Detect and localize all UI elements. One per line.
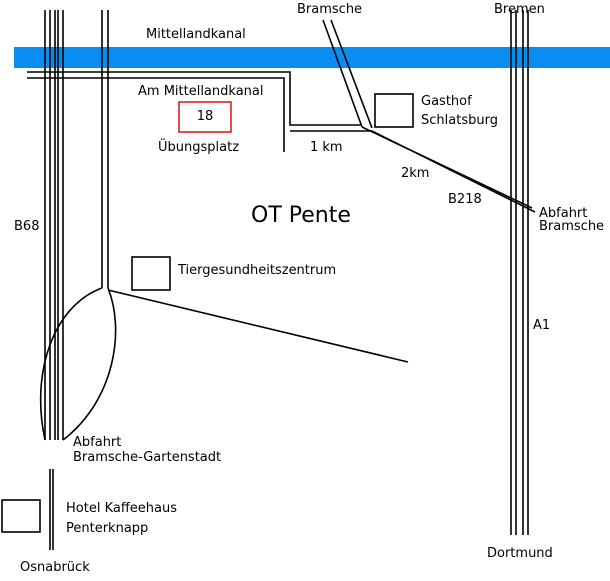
- label-inn-2: Schlatsburg: [421, 113, 498, 128]
- label-exit-garten-1: Abfahrt: [73, 435, 122, 450]
- label-district: OT Pente: [251, 203, 351, 228]
- tiergesundheitszentrum-building-icon: [131, 256, 171, 291]
- exit-gartenstadt-loop-left: [39, 287, 103, 441]
- label-exit-garten-2: Bramsche-Gartenstadt: [73, 450, 222, 465]
- b218-road: [361, 126, 536, 213]
- road-to-pente: [107, 289, 409, 363]
- label-inn-1: Gasthof: [421, 94, 472, 109]
- a1-road: [510, 10, 529, 535]
- label-hotel-2: Penterknapp: [66, 521, 149, 536]
- uebungsplatz-field-box: [178, 101, 232, 133]
- label-street-canal: Am Mittellandkanal: [138, 84, 264, 99]
- label-north-left: Bramsche: [297, 2, 363, 17]
- label-dist-2km: 2km: [401, 166, 430, 181]
- label-a1: A1: [533, 318, 551, 333]
- label-south-left: Osnabrück: [20, 560, 90, 575]
- label-south-right: Dortmund: [487, 546, 553, 561]
- north-road-left: [101, 10, 109, 288]
- label-animal-health: Tiergesundheitszentrum: [178, 263, 337, 278]
- label-canal: Mittellandkanal: [146, 27, 246, 42]
- road-to-bramsche: [322, 19, 373, 129]
- exit-gartenstadt-loop-right: [62, 287, 117, 441]
- label-exit-bramsche-2: Bramsche: [539, 219, 605, 234]
- label-dist-1km: 1 km: [310, 140, 343, 155]
- label-hotel-1: Hotel Kaffeehaus: [66, 501, 178, 516]
- label-b68: B68: [14, 219, 40, 234]
- label-field-number: 18: [196, 109, 214, 124]
- label-field: Übungsplatz: [158, 140, 240, 155]
- gasthof-building-icon: [374, 93, 414, 128]
- b68-road-inner: [49, 10, 56, 440]
- street-am-mittellandkanal: [27, 71, 372, 152]
- hotel-building-icon: [1, 499, 41, 533]
- mittellandkanal-canal: [14, 47, 610, 68]
- label-b218: B218: [448, 192, 482, 207]
- label-north-right: Bremen: [494, 2, 545, 17]
- b68-road: [44, 10, 64, 550]
- label-exit-bramsche-1: Abfahrt: [539, 206, 588, 221]
